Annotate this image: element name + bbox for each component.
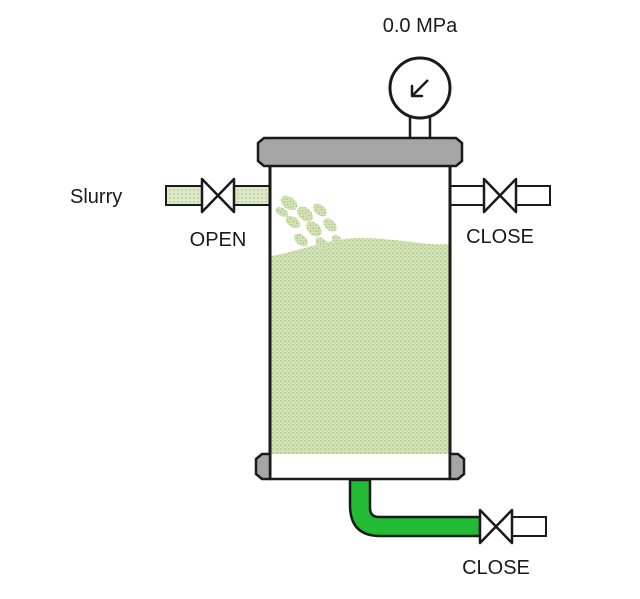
inlet-pipe-left (165, 185, 205, 206)
inlet-label: Slurry (70, 186, 122, 208)
side-outlet-pipe-right (515, 185, 551, 206)
bottom-outlet-line: CLOSE (348, 478, 547, 579)
bottom-outlet-valve-state: CLOSE (462, 557, 530, 579)
inlet-valve-icon[interactable] (200, 177, 236, 214)
filtrate-layer (270, 469, 450, 479)
pressure-reading: 0.0 MPa (383, 15, 458, 37)
bottom-outlet-pipe-right (511, 516, 547, 537)
side-outlet-pipe-left (449, 185, 485, 206)
pressure-gauge-icon (388, 56, 452, 120)
filter-mesh (270, 455, 450, 469)
vessel-top-cap (256, 136, 464, 168)
bottom-outlet-pipe (348, 478, 482, 538)
inlet-line: Slurry OPEN (70, 177, 271, 251)
filter-vessel (254, 136, 466, 481)
side-outlet-valve-icon[interactable] (482, 177, 518, 214)
inlet-valve-state: OPEN (190, 229, 247, 251)
vessel-bottom-flange-right (448, 452, 466, 481)
slurry-fill (270, 237, 450, 454)
inlet-pipe-right (233, 185, 271, 206)
vessel-bottom-flange-left (254, 452, 272, 481)
pressure-gauge: 0.0 MPa (383, 15, 458, 142)
slurry-spray (275, 195, 343, 251)
bottom-outlet-valve-icon[interactable] (478, 508, 514, 545)
side-outlet-line: CLOSE (449, 177, 551, 248)
side-outlet-valve-state: CLOSE (466, 226, 534, 248)
